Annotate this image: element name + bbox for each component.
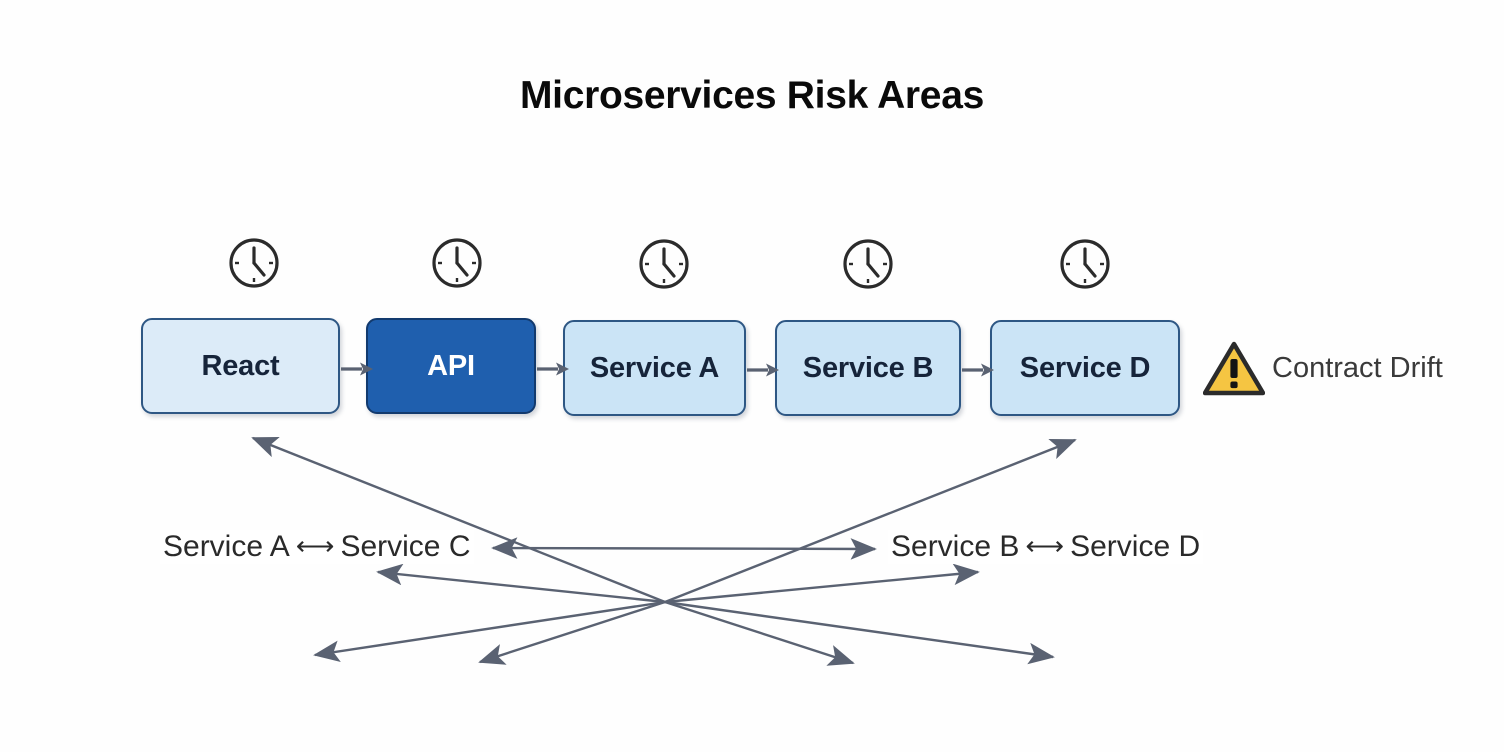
pipeline-box-label: API	[427, 349, 475, 382]
bidirectional-arrow-icon: ⟷	[295, 531, 335, 561]
arrow-hub-to-lower-right-inner	[664, 600, 855, 666]
pipeline-box-service-b[interactable]: Service B	[775, 320, 961, 416]
arrow-hub-to-mid-right	[664, 563, 980, 604]
arrow-hub-to-upper-left	[251, 436, 666, 604]
warning-triangle-icon	[1203, 341, 1265, 396]
contract-drift-label: Contract Drift	[1272, 352, 1443, 384]
pipeline-box-api[interactable]: API	[366, 318, 536, 414]
pair-label-b-d: Service B⟷Service D	[888, 530, 1204, 564]
connector-arrow-icon	[962, 363, 994, 377]
arrow-hub-to-lower-left-inner	[478, 600, 666, 665]
arrow-hub-to-mid-left	[376, 563, 666, 604]
clock-icon	[843, 239, 893, 289]
pair-left-to: Service C	[340, 530, 471, 563]
connector-arrow-icon	[341, 362, 373, 376]
pipeline-box-label: React	[201, 349, 280, 382]
clock-icon	[1060, 239, 1110, 289]
pipeline-box-service-d[interactable]: Service D	[990, 320, 1180, 416]
pipeline-box-label: Service B	[802, 351, 934, 384]
pipeline-box-service-a[interactable]: Service A	[563, 320, 746, 416]
connector-arrow-icon	[537, 362, 569, 376]
arrow-pair-left-to-pair-right	[491, 537, 877, 560]
connector-arrow-icon	[747, 363, 779, 377]
page-title: Microservices Risk Areas	[520, 74, 984, 117]
arrow-hub-to-lower-left-outer	[313, 600, 666, 663]
pair-right-to: Service D	[1070, 530, 1201, 563]
pipeline-box-react[interactable]: React	[141, 318, 340, 414]
pair-left-from: Service A	[163, 530, 290, 563]
arrow-hub-to-lower-right-outer	[664, 600, 1055, 665]
clock-icon	[229, 238, 279, 288]
clock-icon	[432, 238, 482, 288]
pipeline-box-label: Service D	[1019, 351, 1151, 384]
clock-icon	[639, 239, 689, 289]
arrow-hub-to-upper-right	[664, 438, 1077, 604]
pipeline-box-label: Service A	[589, 351, 720, 384]
pair-right-from: Service B	[891, 530, 1020, 563]
bidirectional-arrow-icon: ⟷	[1025, 531, 1065, 561]
pair-label-a-c: Service A⟷Service C	[160, 530, 474, 564]
